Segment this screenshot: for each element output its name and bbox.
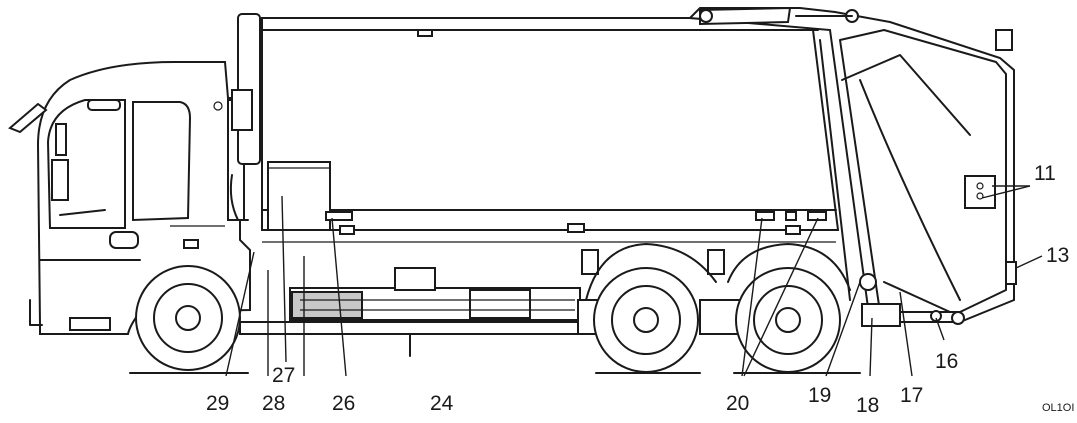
leader-lines: [225, 185, 1043, 377]
rear-components: [859, 261, 1017, 327]
callout-26: 26: [332, 392, 355, 415]
callout-27: 27: [272, 364, 295, 387]
figure-code: OL1OI: [1042, 402, 1074, 414]
callout-19: 19: [808, 384, 831, 407]
callout-29: 29: [206, 392, 229, 415]
wheel-rear-2: [735, 267, 841, 373]
callout-20: 20: [726, 392, 749, 415]
callout-18: 18: [856, 394, 879, 417]
wheel-arches: [585, 243, 851, 301]
refuse-body: [261, 17, 840, 275]
callout-11: 11: [1034, 162, 1056, 185]
callout-28: 28: [262, 392, 285, 415]
callout-labels: 11 13 16 17 18 19 20 24 26 27 28 29 OL1O…: [206, 162, 1074, 417]
wheel-front: [135, 265, 241, 371]
callout-17: 17: [900, 384, 923, 407]
wheel-rear-1: [593, 267, 699, 373]
callout-16: 16: [935, 350, 958, 373]
exhaust-stack: [229, 13, 261, 221]
callout-24: 24: [430, 392, 454, 415]
callout-13: 13: [1046, 244, 1069, 267]
